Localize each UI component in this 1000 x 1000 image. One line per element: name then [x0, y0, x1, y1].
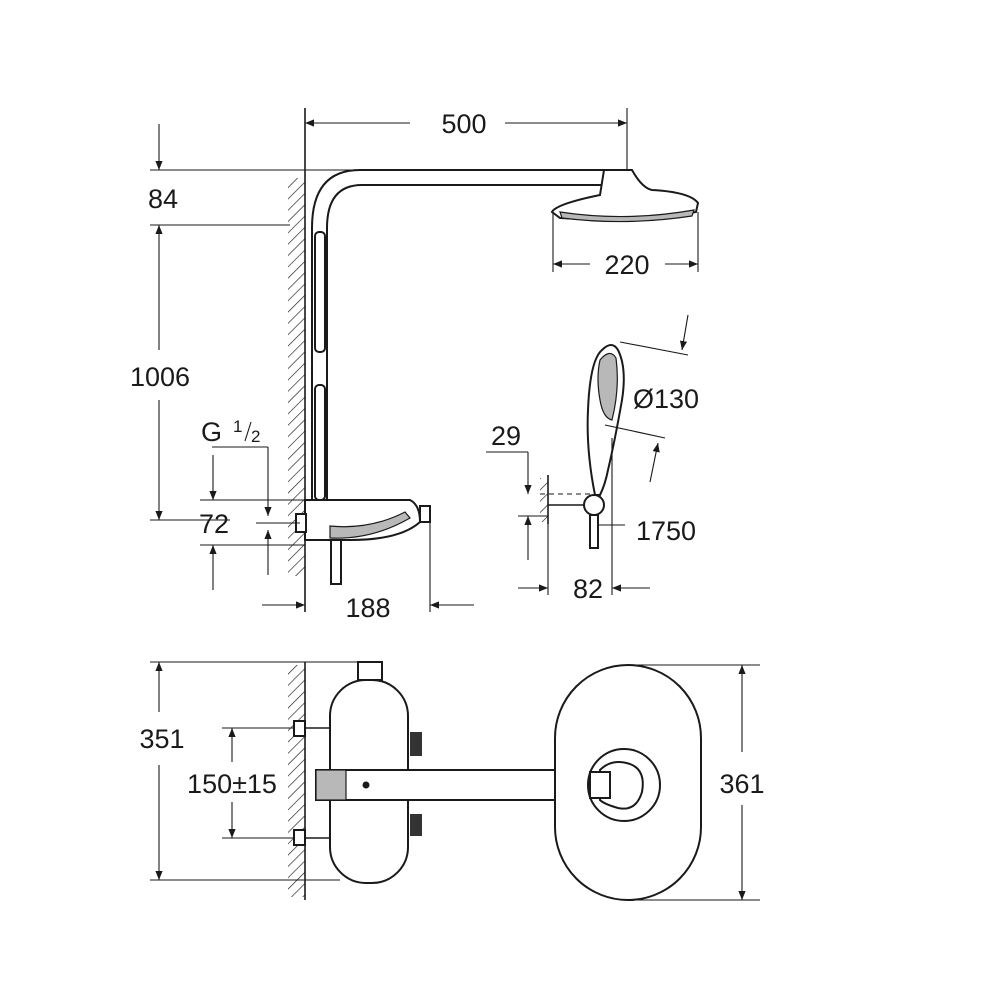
dimension-connection-spacing: 150±15: [187, 769, 277, 799]
dimension-rail-height: 1006: [130, 362, 190, 392]
wall-hatch-upper: [288, 178, 305, 576]
dimension-head-height: 84: [148, 184, 178, 214]
slide-rail-lower: [314, 384, 326, 501]
thermostat-top-outlet: [357, 661, 383, 681]
dimension-head-plate-height: 361: [719, 769, 764, 799]
thermostat-knob-side: [419, 505, 431, 523]
dimension-thermostat-depth: 188: [345, 593, 390, 623]
wall-connection-upper: [293, 720, 306, 737]
hand-shower-detail: Ø130 29 1750 82: [486, 314, 699, 604]
top-view: 351 150±15 361: [139, 661, 765, 901]
wall-hatch-lower: [288, 665, 305, 897]
dimension-hose-length: 1750: [636, 516, 696, 546]
diameter-arrow-bottom: [649, 442, 660, 483]
thermostat-right-knob: [410, 814, 422, 836]
outlet-spout-side: [330, 539, 342, 585]
dimension-holder-projection: 82: [573, 574, 603, 604]
connection-thread-label: G: [201, 417, 222, 447]
dimension-head-diameter: 220: [604, 250, 649, 280]
dimension-thermostat-length: 351: [139, 724, 184, 754]
thermostat-front-shade: [329, 511, 411, 539]
shower-arm-end: [589, 771, 611, 799]
diameter-arrow-top: [679, 314, 689, 351]
diameter-extension-bottom: [604, 424, 666, 439]
thermostat-left-knob: [410, 732, 422, 756]
thread-fraction-slash: [244, 421, 252, 442]
diameter-extension-top: [619, 341, 689, 356]
arm-wall-bracket: [315, 769, 347, 801]
hand-shower-face: [597, 352, 618, 421]
holder-wall-hatch: [540, 478, 548, 522]
dimension-holder-height: 29: [491, 421, 521, 451]
arm-screw: [362, 781, 370, 789]
dimension-connection-offset: 72: [199, 509, 229, 539]
slide-rail-upper: [314, 231, 326, 353]
hand-shower-hose: [589, 514, 599, 549]
wall-connection-lower: [293, 829, 306, 846]
thread-fraction-numerator: 1: [233, 417, 242, 436]
riser-and-arm: [311, 169, 613, 501]
dimension-hand-shower-diameter: Ø130: [633, 384, 699, 414]
dimension-arm-length: 500: [441, 109, 486, 139]
thread-fraction-denominator: 2: [251, 427, 260, 446]
side-view: 500 84 1006 220 G 1: [130, 108, 700, 623]
hand-shower-holder: [583, 494, 605, 516]
shower-head-nozzles: [559, 209, 695, 223]
